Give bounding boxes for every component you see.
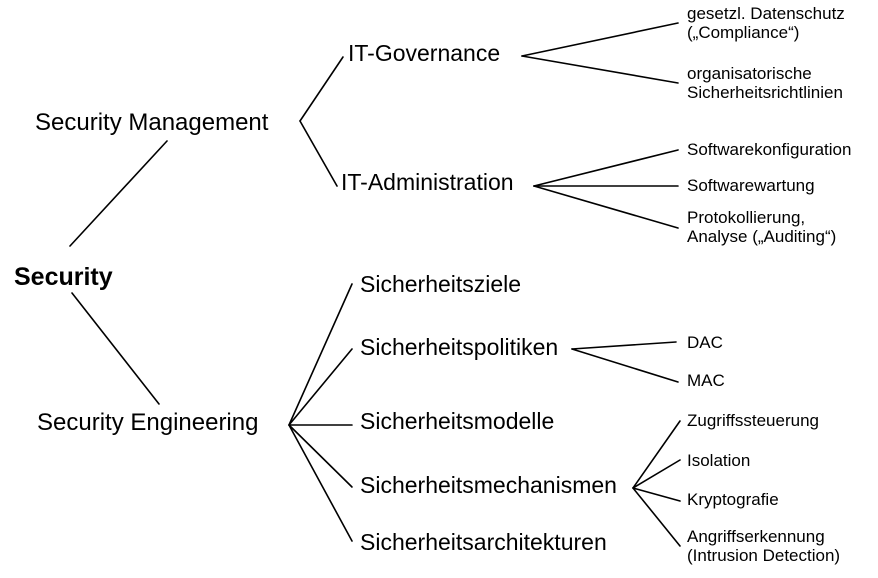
security-to-security-engineering xyxy=(71,292,160,405)
node-sicherheitsziele: Sicherheitsziele xyxy=(360,271,522,297)
node-zugriffssteuerung: Zugriffssteuerung xyxy=(687,411,819,430)
node-angriffserkennung-intrusion-detection: Angriffserkennung (Intrusion Detection) xyxy=(687,527,841,566)
node-dac: DAC xyxy=(687,333,723,352)
security-engineering-to-ziele xyxy=(288,283,353,426)
node-sicherheitsmodelle: Sicherheitsmodelle xyxy=(360,408,555,434)
node-gesetzl-datenschutz-compliance: gesetzl. Datenschutz („Compliance“) xyxy=(687,4,845,43)
it-administration-to-protokollierung xyxy=(533,185,679,229)
sicherheitspolitiken-to-mac xyxy=(571,348,679,383)
it-governance-to-richtlinien xyxy=(521,55,679,84)
security-engineering-to-architekturen xyxy=(288,424,353,542)
it-administration-to-softwarekonfiguration xyxy=(533,149,679,187)
node-organisatorische-sicherheitsrichtlinien: organisatorische Sicherheitsrichtlinien xyxy=(687,64,843,103)
mechanismen-to-angriffserkennung xyxy=(632,487,681,547)
security-engineering-to-politiken xyxy=(288,348,353,426)
node-isolation: Isolation xyxy=(687,451,751,470)
node-sicherheitspolitiken: Sicherheitspolitiken xyxy=(360,334,559,360)
node-sicherheitsmechanismen: Sicherheitsmechanismen xyxy=(360,472,617,498)
node-protokollierung-analyse-auditing: Protokollierung, Analyse („Auditing“) xyxy=(687,208,837,247)
node-it-administration: IT-Administration xyxy=(341,169,514,195)
node-kryptografie: Kryptografie xyxy=(687,490,779,509)
node-security-management: Security Management xyxy=(35,109,269,136)
node-it-governance: IT-Governance xyxy=(348,40,501,66)
node-softwarekonfiguration: Softwarekonfiguration xyxy=(687,140,852,159)
security-to-security-management xyxy=(69,140,168,247)
node-softwarewartung: Softwarewartung xyxy=(687,176,815,195)
node-sicherheitsarchitekturen: Sicherheitsarchitekturen xyxy=(360,529,607,555)
security-management-hub-upper xyxy=(299,56,344,122)
it-governance-to-compliance xyxy=(521,22,679,57)
node-security-engineering: Security Engineering xyxy=(37,409,259,436)
node-security: Security xyxy=(14,263,113,291)
node-mac: MAC xyxy=(687,371,725,390)
mechanismen-to-zugriffssteuerung xyxy=(632,420,681,489)
mechanismen-to-kryptografie xyxy=(632,487,681,502)
sicherheitspolitiken-to-dac xyxy=(571,341,677,350)
security-management-hub-lower xyxy=(299,120,338,187)
connector-lines xyxy=(69,22,681,547)
security-engineering-to-mechanismen xyxy=(288,424,353,488)
mechanismen-to-isolation xyxy=(632,459,681,489)
